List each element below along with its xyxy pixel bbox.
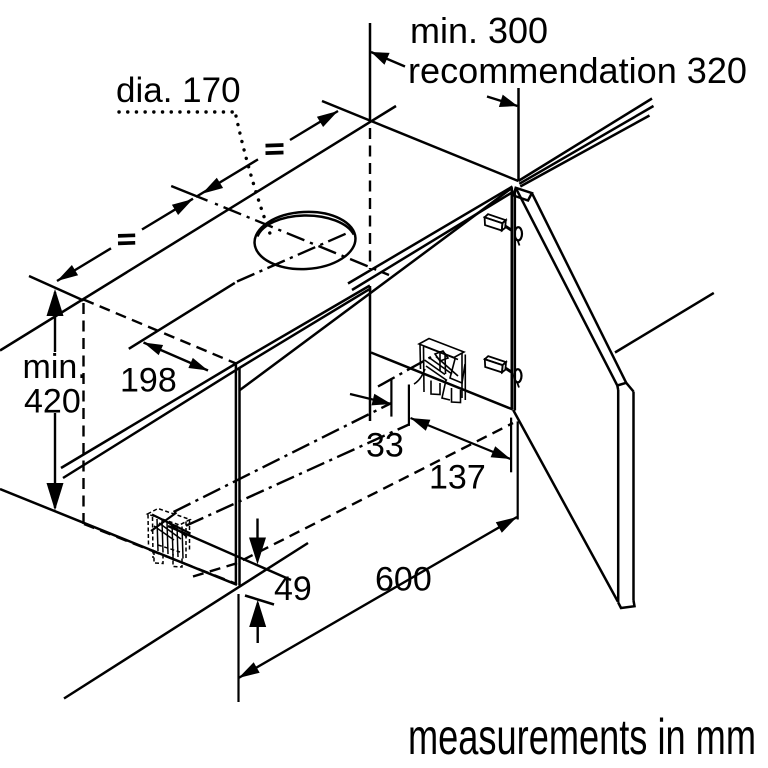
svg-text:measurements in mm: measurements in mm — [408, 709, 756, 765]
svg-text:600: 600 — [375, 561, 432, 599]
svg-text:137: 137 — [429, 459, 486, 497]
svg-text:min.: min. — [23, 348, 87, 386]
svg-text:49: 49 — [274, 570, 312, 608]
svg-text:33: 33 — [366, 427, 404, 465]
svg-text:198: 198 — [120, 362, 177, 400]
svg-text:dia. 170: dia. 170 — [116, 71, 241, 110]
svg-text:420: 420 — [24, 383, 81, 421]
svg-text:recommendation 320: recommendation 320 — [408, 50, 747, 91]
svg-text:min. 300: min. 300 — [410, 10, 548, 51]
